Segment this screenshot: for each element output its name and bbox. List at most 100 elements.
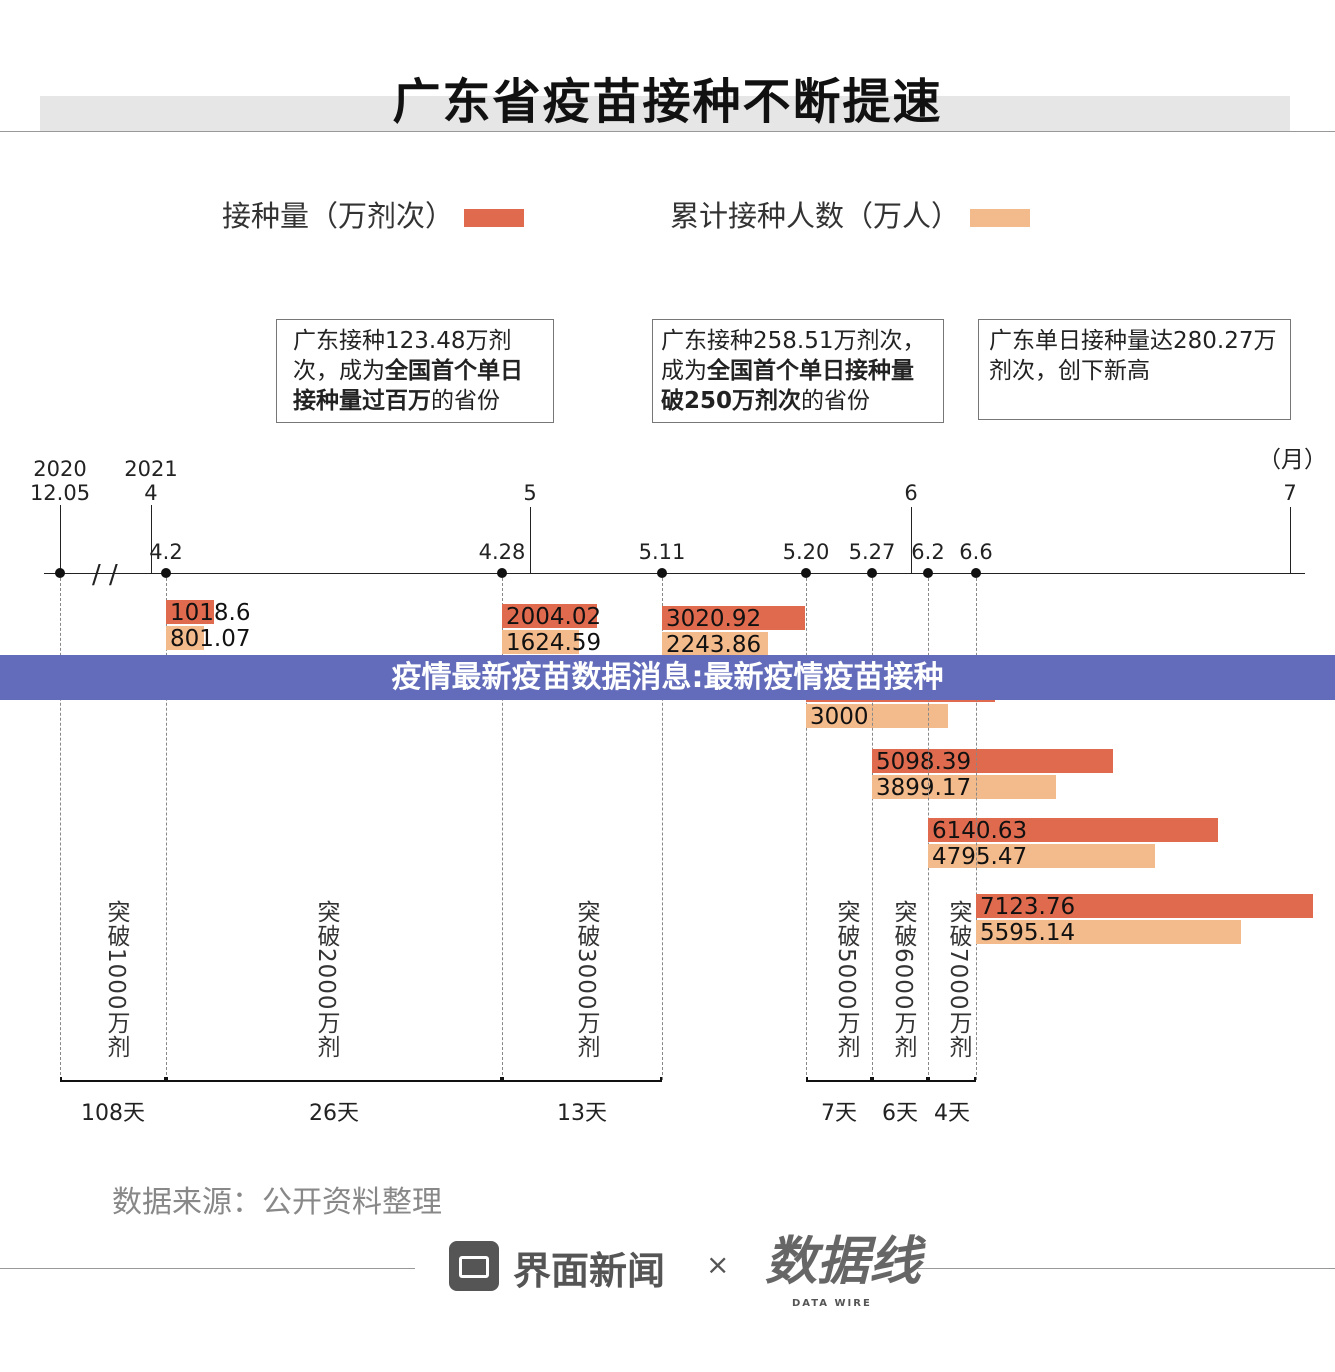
bar-value-people: 2243.86 bbox=[666, 632, 762, 658]
bar-value-people: 4795.47 bbox=[932, 844, 1028, 870]
bar-doses bbox=[976, 894, 1313, 918]
date-label: 6.6 bbox=[959, 540, 993, 564]
legend-item-doses: 接种量（万剂次） bbox=[222, 193, 525, 235]
axis-break-icon: / / bbox=[92, 560, 118, 590]
guide-line bbox=[166, 578, 167, 1080]
date-label: 6.2 bbox=[911, 540, 945, 564]
legend-label: 累计接种人数（万人） bbox=[670, 199, 961, 233]
source-note: 数据来源：公开资料整理 bbox=[112, 1185, 442, 1220]
annotation-box: 广东接种123.48万剂次，成为全国首个单日接种量过百万的省份 bbox=[276, 319, 554, 423]
bar-value-doses: 2004.02 bbox=[506, 604, 602, 630]
bar-people bbox=[166, 626, 204, 650]
axis-tick bbox=[151, 505, 152, 573]
interval-label: 108天 bbox=[81, 1101, 145, 1126]
legend-swatch bbox=[970, 209, 1031, 227]
timeline-axis bbox=[44, 573, 1305, 574]
bar-value-people: 1624.59 bbox=[506, 630, 602, 656]
interval-label: 7天 bbox=[821, 1101, 857, 1126]
bar-doses bbox=[662, 606, 805, 630]
interval-bracket bbox=[872, 1077, 928, 1082]
interval-label: 4天 bbox=[934, 1101, 970, 1126]
axis-tick-month: 4 bbox=[144, 481, 158, 505]
legend-label: 接种量（万剂次） bbox=[222, 199, 455, 233]
interval-label: 13天 bbox=[557, 1101, 607, 1126]
bar-people bbox=[872, 775, 1057, 799]
guide-line bbox=[976, 578, 977, 1080]
date-label: 5.20 bbox=[782, 540, 830, 564]
brand-jiemian: 界面新闻 bbox=[513, 1249, 666, 1293]
guide-line bbox=[872, 578, 873, 1080]
date-label: 5.11 bbox=[638, 540, 686, 564]
legend-item-people: 累计接种人数（万人） bbox=[670, 193, 1031, 235]
date-label: 4.28 bbox=[478, 540, 526, 564]
axis-tick-label: 6 bbox=[904, 481, 917, 505]
milestone-label: 突破6000万剂 bbox=[890, 900, 916, 1059]
interval-bracket bbox=[502, 1077, 662, 1082]
bar-doses bbox=[502, 604, 597, 628]
milestone-label: 突破5000万剂 bbox=[833, 900, 859, 1059]
event-point bbox=[161, 568, 171, 578]
axis-tick bbox=[1290, 507, 1291, 573]
interval-label: 26天 bbox=[309, 1101, 359, 1126]
event-point bbox=[867, 568, 877, 578]
axis-tick-label: 5 bbox=[523, 481, 536, 505]
axis-tick-year: 2020 bbox=[33, 457, 87, 481]
event-point bbox=[497, 568, 507, 578]
annotation-box: 广东接种258.51万剂次，成为全国首个单日接种量破250万剂次的省份 bbox=[652, 319, 944, 423]
bar-value-doses: 6140.63 bbox=[932, 818, 1028, 844]
title-divider bbox=[0, 131, 1335, 132]
annotation-box: 广东单日接种量达280.27万剂次，创下新高 bbox=[978, 319, 1291, 420]
date-label: 4.2 bbox=[149, 540, 183, 564]
interval-bracket bbox=[166, 1077, 502, 1082]
axis-tick-label: 7 bbox=[1283, 481, 1296, 505]
guide-line bbox=[662, 578, 663, 1080]
guide-line bbox=[502, 578, 503, 1080]
bar-people bbox=[928, 844, 1155, 868]
event-point bbox=[923, 568, 933, 578]
guide-line bbox=[60, 578, 61, 1080]
milestone-label: 突破2000万剂 bbox=[313, 900, 339, 1059]
bar-doses bbox=[872, 749, 1114, 773]
interval-label: 6天 bbox=[882, 1101, 918, 1126]
axis-tick-year: 2021 bbox=[124, 457, 178, 481]
unit-label: （月） bbox=[1258, 447, 1327, 473]
interval-bracket bbox=[60, 1077, 166, 1082]
bar-value-doses: 7123.76 bbox=[980, 894, 1076, 920]
bar-value-people: 3000 bbox=[810, 704, 869, 730]
interval-bracket bbox=[806, 1077, 872, 1082]
bar-people bbox=[502, 630, 579, 654]
footer-line bbox=[912, 1268, 1335, 1269]
start-point bbox=[55, 568, 65, 578]
milestone-label: 突破3000万剂 bbox=[573, 900, 599, 1059]
footer-line bbox=[0, 1268, 415, 1269]
bar-people bbox=[976, 920, 1241, 944]
axis-tick-month: 6 bbox=[904, 481, 918, 505]
bar-value-people: 801.07 bbox=[170, 626, 251, 652]
bar-value-doses: 3020.92 bbox=[666, 606, 762, 632]
bar-value-doses: 5098.39 bbox=[876, 749, 972, 775]
guide-line bbox=[806, 578, 807, 1080]
milestone-label: 突破1000万剂 bbox=[103, 900, 129, 1059]
axis-tick-month: 12.05 bbox=[29, 481, 91, 505]
title-band bbox=[40, 96, 1290, 132]
interval-bracket bbox=[928, 1077, 976, 1082]
brand-datawire-sub: DATA WIRE bbox=[792, 1298, 872, 1309]
bar-people bbox=[662, 632, 769, 656]
bar-doses bbox=[166, 600, 215, 624]
event-point bbox=[801, 568, 811, 578]
axis-tick bbox=[911, 507, 912, 573]
axis-tick-month: 7 bbox=[1283, 481, 1297, 505]
jiemian-logo-icon bbox=[449, 1241, 499, 1291]
event-point bbox=[971, 568, 981, 578]
axis-tick bbox=[60, 505, 61, 573]
bar-value-doses: 1018.6 bbox=[170, 600, 251, 626]
date-label: 5.27 bbox=[848, 540, 896, 564]
headline-banner: 疫情最新疫苗数据消息:最新疫情疫苗接种 bbox=[0, 655, 1335, 700]
event-point bbox=[657, 568, 667, 578]
times-sign: × bbox=[706, 1248, 730, 1281]
bar-people bbox=[806, 704, 948, 728]
chart-title: 广东省疫苗接种不断提速 bbox=[392, 74, 943, 130]
